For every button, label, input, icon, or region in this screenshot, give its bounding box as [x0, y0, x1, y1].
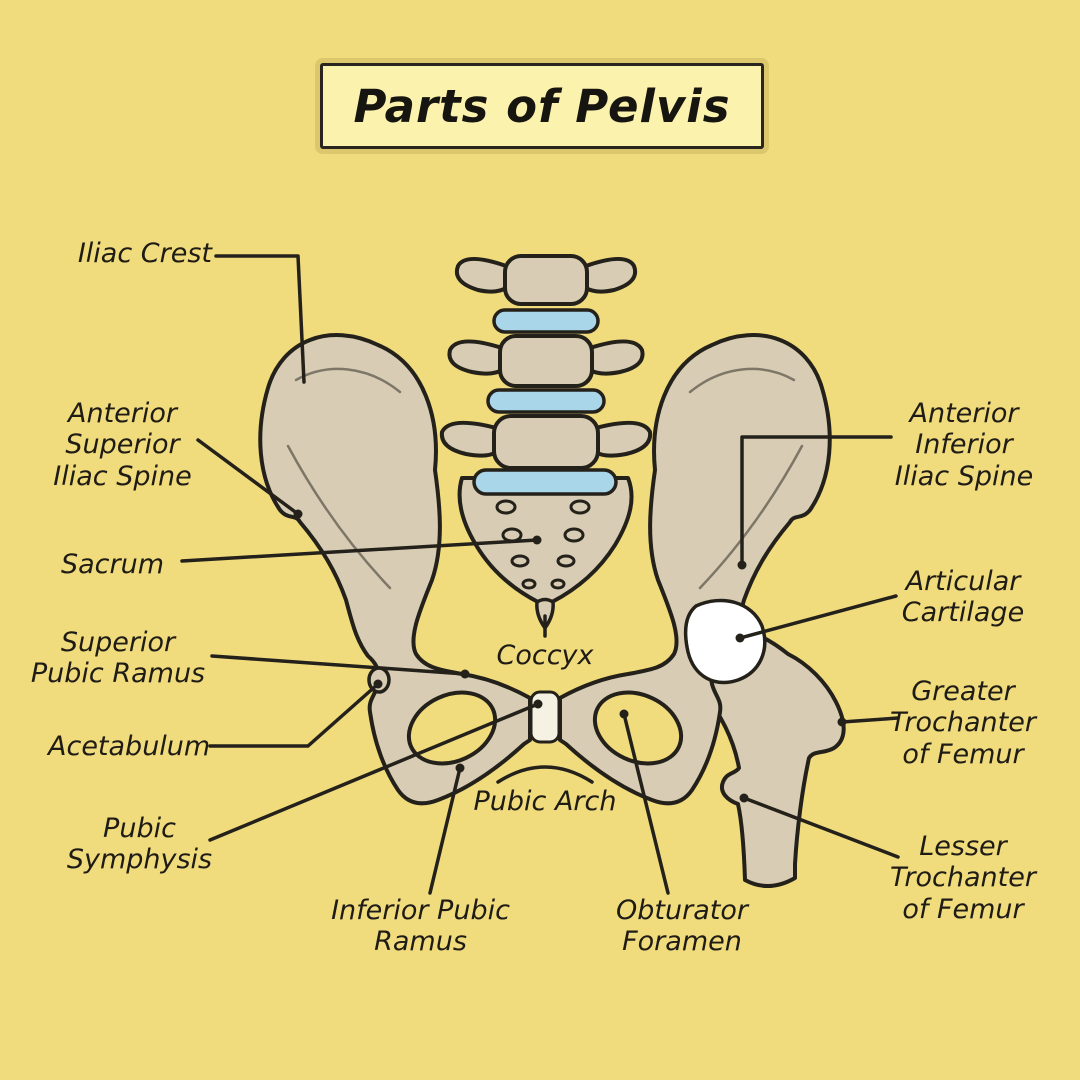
sacral-foramina [495, 499, 591, 590]
leader-obturator-foramen [622, 712, 670, 895]
bone-detail-lines [286, 367, 804, 590]
label-anterior-inferior-iliac-spine: Anterior Inferior Iliac Spine [894, 398, 1034, 492]
intervertebral-disc [486, 388, 606, 414]
title-box: Parts of Pelvis [320, 63, 764, 149]
leader-sacrum [180, 538, 539, 563]
label-articular-cartilage: Articular Cartilage [901, 566, 1025, 629]
label-obturator-foramen: Obturator Foramen [616, 895, 748, 958]
femur [683, 623, 846, 888]
articular-cartilage-shape [683, 598, 767, 685]
label-iliac-crest: Iliac Crest [77, 238, 212, 269]
vertebral-column [439, 254, 653, 496]
label-pubic-symphysis: Pubic Symphysis [66, 813, 213, 876]
label-inferior-pubic-ramus: Inferior Pubic Ramus [331, 895, 510, 958]
leader-aiis [740, 435, 893, 567]
pubic-symphysis-shape [529, 690, 561, 744]
label-anterior-superior-iliac-spine: Anterior Superior Iliac Spine [53, 398, 192, 492]
label-coccyx: Coccyx [496, 640, 594, 671]
leader-iliac-crest [214, 254, 306, 384]
leader-lines [180, 254, 900, 895]
label-lesser-trochanter: Lesser Trochanter of Femur [890, 831, 1036, 925]
intervertebral-disc [492, 308, 600, 334]
label-superior-pubic-ramus: Superior Pubic Ramus [30, 627, 206, 690]
leader-dots [293, 509, 847, 803]
label-sacrum: Sacrum [60, 549, 165, 580]
pubic-arch-arc [496, 765, 594, 784]
leader-superior-pubic-ramus [210, 654, 467, 676]
leader-lesser-trochanter [742, 796, 900, 859]
leader-asis [196, 438, 300, 516]
leader-acetabulum [208, 682, 380, 748]
leader-inferior-pubic-ramus [428, 766, 462, 895]
label-acetabulum: Acetabulum [48, 731, 211, 762]
leader-greater-trochanter [840, 716, 900, 724]
page-title: Parts of Pelvis [353, 79, 731, 133]
label-greater-trochanter: Greater Trochanter of Femur [890, 676, 1036, 770]
leader-articular-cartilage [738, 594, 898, 640]
lumbosacral-disc [472, 468, 618, 496]
leader-pubic-symphysis [208, 702, 540, 842]
obturator-foramen-left [406, 690, 498, 766]
label-pubic-arch: Pubic Arch [473, 786, 617, 817]
coccyx-shape [535, 597, 555, 630]
obturator-foramen-right [592, 690, 684, 766]
sacrum-shape [457, 476, 634, 606]
